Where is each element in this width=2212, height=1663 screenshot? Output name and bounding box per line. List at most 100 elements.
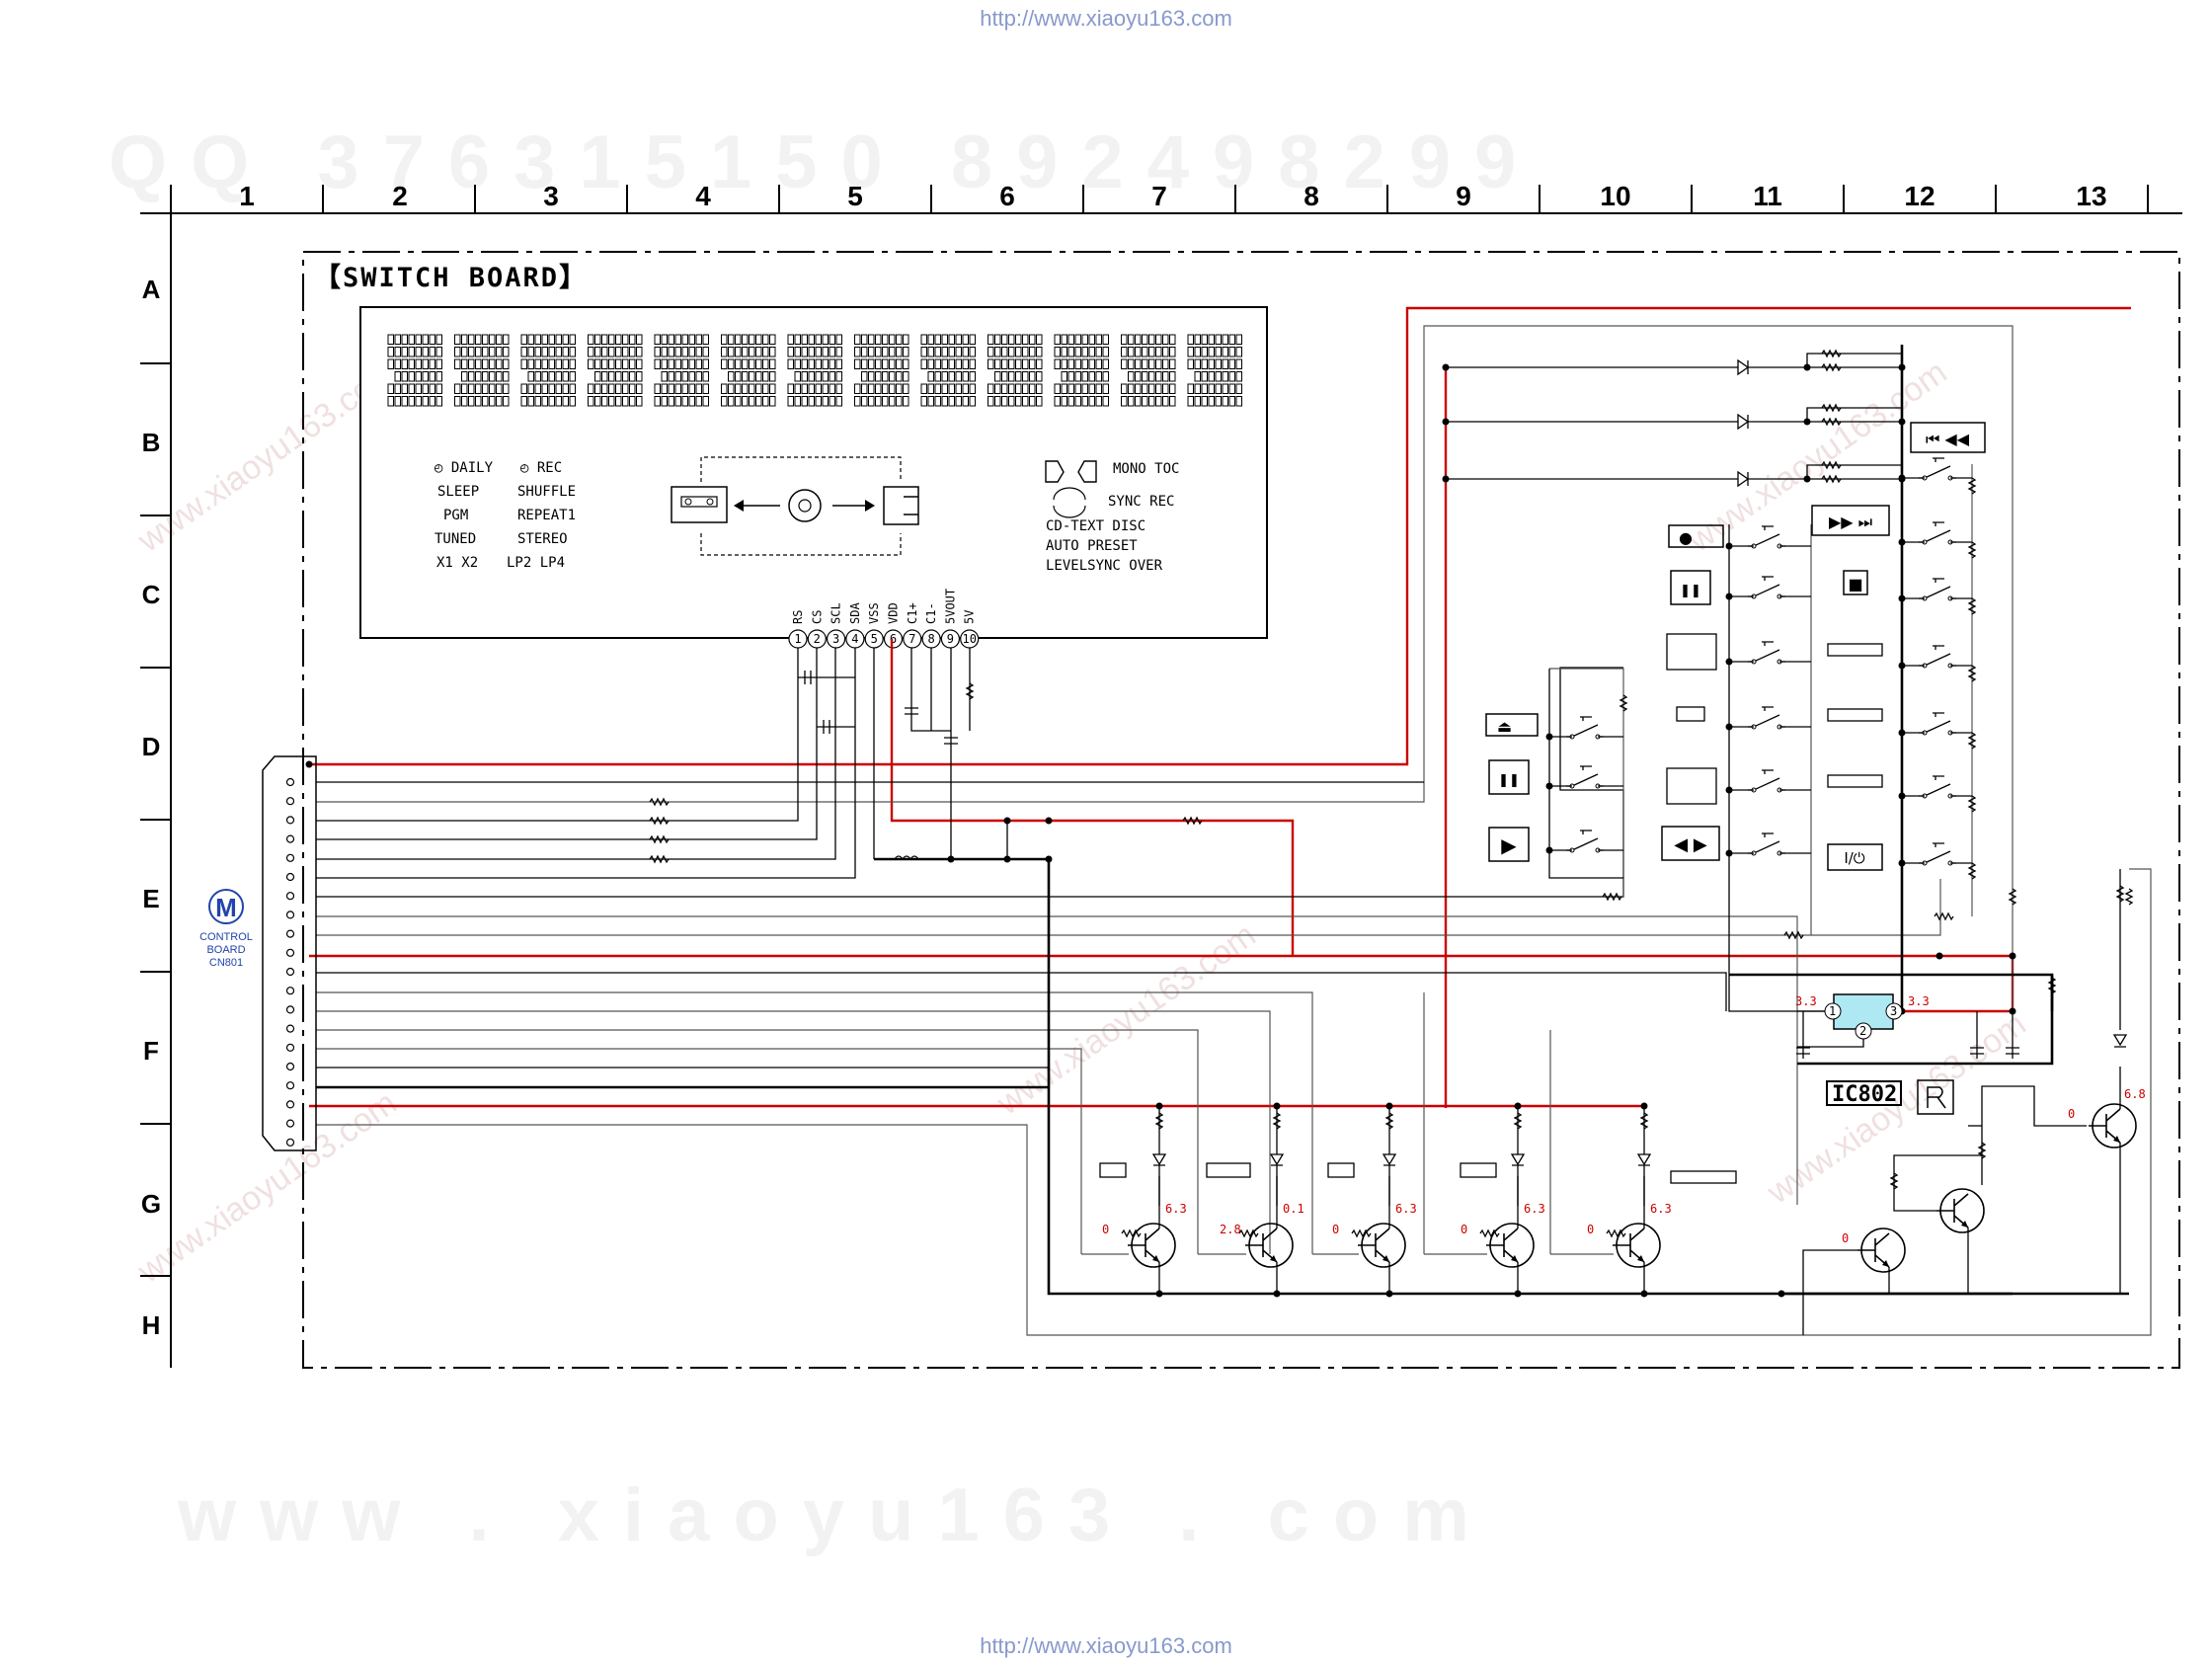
display-digit — [588, 334, 643, 407]
ic802-volt-right: 3.3 — [1908, 994, 1930, 1008]
junction — [1545, 782, 1553, 790]
grid-row-label-G: G — [141, 1189, 161, 1219]
connector-line1: CONTROL — [199, 931, 253, 943]
display-pin-label-c1-: C1- — [924, 602, 938, 624]
junction — [1725, 723, 1733, 731]
resistor — [649, 834, 670, 844]
led-line-4 — [316, 1048, 1082, 1254]
board-title: 【SWITCH BOARD】 — [314, 263, 588, 293]
connector-line2: BOARD — [206, 944, 245, 956]
button-play-box — [1488, 827, 1530, 862]
svg-text:LEVELSYNC OVER: LEVELSYNC OVER — [1046, 558, 1163, 574]
capacitor — [1970, 1047, 1984, 1055]
connector-pin — [285, 816, 295, 825]
resistor — [649, 816, 670, 826]
right-transistor-base-voltage: 0 — [2068, 1107, 2075, 1121]
connector-line3: CN801 — [209, 957, 243, 969]
ic-gnd — [1797, 1039, 1864, 1048]
connector-pin — [285, 777, 295, 787]
junction — [1803, 363, 1811, 371]
svg-text:REPEAT1: REPEAT1 — [517, 508, 576, 523]
display-digit — [387, 334, 442, 407]
display-digit — [721, 334, 776, 407]
resistor — [965, 682, 975, 700]
ic802-pin2: 2 — [1859, 1024, 1866, 1038]
top-url[interactable]: http://www.xiaoyu163.com — [980, 6, 1232, 31]
grid-row-label-C: C — [142, 580, 161, 609]
svg-text:SHUFFLE: SHUFFLE — [517, 484, 576, 500]
button-pause-box — [1670, 570, 1711, 605]
display-digit — [988, 334, 1043, 407]
junction — [1936, 952, 1943, 960]
svg-text:MONO TOC: MONO TOC — [1113, 461, 1179, 477]
right-transistor-1 — [2089, 1103, 2137, 1148]
connector-pin — [285, 1138, 295, 1147]
junction — [1442, 418, 1450, 426]
grid-col-label-10: 10 — [1600, 181, 1630, 211]
resistor — [1967, 665, 1977, 682]
resistor — [1121, 1228, 1142, 1238]
connector-pin — [285, 892, 295, 901]
button-next-box — [1811, 505, 1890, 536]
led-line-2 — [316, 1010, 1271, 1254]
ic802: 1 3 2 3.3 3.3 IC802 — [1795, 993, 1954, 1115]
resistor — [1889, 1172, 1899, 1190]
key-switch — [1748, 832, 1785, 854]
ic802-volt-left: 3.3 — [1795, 994, 1817, 1008]
driver-led — [1636, 1153, 1652, 1166]
watermark-diagonal-4: www.xiaoyu163.com — [1681, 354, 1953, 560]
grid-col-label-12: 12 — [1904, 181, 1935, 211]
resistor — [1182, 816, 1203, 826]
part-box — [1327, 1162, 1355, 1178]
button-eject-symbol: ⏏ — [1497, 717, 1512, 736]
indicators-right: MONO TOC SYNC REC CD-TEXT DISC AUTO PRES… — [1045, 460, 1179, 574]
junction — [1725, 786, 1733, 794]
junction — [1442, 475, 1450, 483]
junction — [1803, 475, 1811, 483]
display-digit — [654, 334, 709, 407]
display-digit — [1187, 334, 1242, 407]
junction — [1640, 1102, 1648, 1110]
button-pause-symbol: ❚❚ — [1680, 584, 1701, 598]
display-digit — [454, 334, 510, 407]
power-trace-5v — [890, 639, 1295, 956]
button-prev-box — [1910, 422, 1986, 453]
display-digit — [1054, 334, 1109, 407]
indicators-left: ◴ DAILY ◴ REC SLEEP SHUFFLE PGM REPEAT1 … — [434, 460, 576, 571]
connector-pin — [285, 911, 295, 919]
junction — [1725, 542, 1733, 550]
junction — [1273, 1290, 1281, 1298]
svg-text:X1 X2: X1 X2 — [436, 555, 478, 571]
display-pin-label-sda: SDA — [848, 602, 862, 624]
button-box-6 — [1827, 774, 1883, 788]
key-switch — [1748, 525, 1785, 547]
resistor — [1821, 460, 1842, 470]
transistor-base-voltage: 0 — [1102, 1223, 1109, 1236]
grid-row-label-F: F — [143, 1036, 159, 1066]
signal-sda — [316, 648, 856, 879]
resistor — [1606, 1228, 1626, 1238]
resistor — [1967, 541, 1977, 559]
button-stop-box — [1843, 570, 1868, 595]
signal-cs — [316, 648, 818, 840]
key-line-4 — [316, 972, 1727, 1011]
resistor — [1602, 892, 1622, 902]
display-pin-number: 9 — [947, 632, 954, 646]
connector-pin — [285, 948, 295, 957]
ic802-pin3: 3 — [1890, 1004, 1897, 1018]
grid-col-label-6: 6 — [999, 181, 1015, 211]
driver-led — [1510, 1153, 1526, 1166]
driver-led — [1151, 1153, 1167, 1166]
capacitor — [1796, 1047, 1810, 1055]
connector-pin — [285, 1062, 295, 1071]
junction — [1155, 1102, 1163, 1110]
transistor-collector-voltage: 6.3 — [1165, 1202, 1187, 1216]
display-digit — [854, 334, 909, 407]
bottom-url[interactable]: http://www.xiaoyu163.com — [980, 1633, 1232, 1658]
display-pin-label-vss: VSS — [867, 602, 881, 624]
junction — [2009, 952, 2016, 960]
led-return — [1748, 407, 1902, 423]
button-stop-symbol: ■ — [1848, 575, 1862, 594]
key-line-2 — [316, 915, 1798, 1205]
